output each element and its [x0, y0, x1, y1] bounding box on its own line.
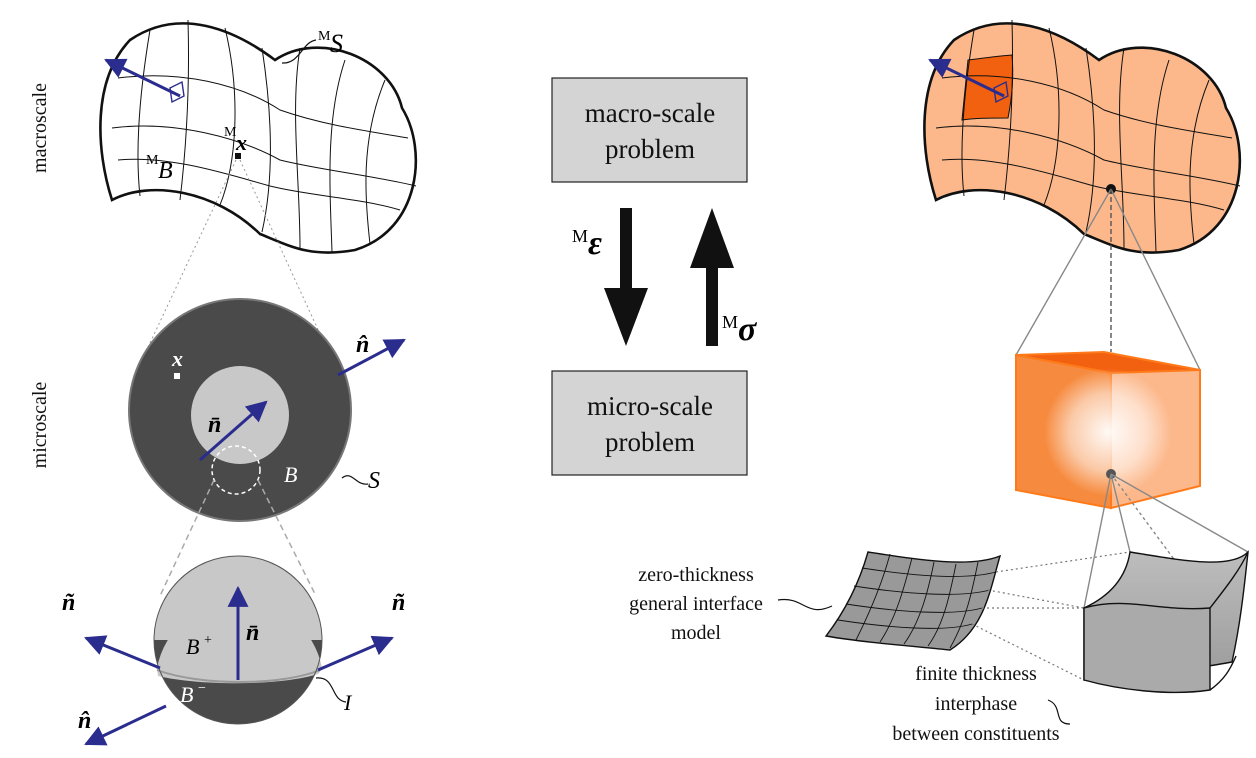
macro-point: [235, 153, 241, 159]
interface-leader: [315, 677, 347, 703]
micro-problem-line2: problem: [605, 427, 695, 457]
macro-problem-line2: problem: [605, 134, 695, 164]
interface-ntilde-right-label: ñ: [392, 590, 405, 616]
micro-point: [174, 373, 180, 379]
zero-thickness-line2: general interface: [629, 593, 763, 615]
finite-thickness-line3: between constituents: [892, 723, 1059, 745]
cube-zoom-right: [1110, 188, 1201, 371]
interphase-line-2: [1110, 473, 1131, 553]
interface-ntilde-left-label: ñ: [62, 590, 75, 616]
interface-label: I: [343, 690, 353, 715]
strain-symbol: ε: [588, 225, 602, 262]
interphase-line-3: [1110, 473, 1249, 553]
zero-thickness-leader: [777, 598, 833, 611]
micro-nhat-label: n̂: [356, 332, 369, 358]
micro-nbar-arrow: [199, 400, 268, 462]
interface-bminus-sup: −: [198, 681, 206, 696]
stress-sup: M: [722, 312, 738, 332]
interphase-line-1: [1083, 473, 1112, 609]
zero-thickness-surface: [824, 551, 1002, 651]
interface-bminus-label: B: [180, 682, 193, 707]
interface-ntilde-left-arrow: [84, 635, 161, 670]
macro-problem-line1: macro-scale: [585, 98, 715, 128]
cube-zoom-left: [1015, 188, 1112, 356]
zero-thickness-line1: zero-thickness: [638, 564, 754, 586]
interface-nbar-label: n̄: [246, 620, 259, 646]
macro-tangent-marker: [169, 80, 185, 104]
zoom-line-lower-right: [257, 479, 317, 597]
orange-tangent-marker: [993, 80, 1009, 104]
micro-surface-leader: [341, 475, 369, 485]
micro-surface-label: S: [368, 468, 380, 494]
zoom-line-right: [239, 159, 333, 361]
macro-normal-arrow: [104, 58, 181, 98]
strain-down-arrow: [604, 208, 648, 346]
macro-surface-label-sup: M: [318, 29, 331, 44]
interface-bplus-label: B: [186, 634, 199, 659]
interface-ntilde-right-arrow: [317, 635, 394, 672]
macro-body-label: B: [158, 158, 173, 184]
strain-sup: M: [572, 226, 588, 246]
micro-nhat-arrow: [337, 338, 406, 377]
micro-body-label: B: [284, 462, 297, 487]
macro-surface-label: S: [330, 29, 343, 58]
macro-body-orange: [923, 19, 1242, 254]
interface-bplus-sup: +: [204, 633, 212, 648]
stress-symbol: σ: [738, 311, 758, 348]
micro-zoom-circle: [211, 445, 261, 495]
rve-cube: [1015, 350, 1201, 510]
macro-problem-box: [551, 77, 748, 183]
finite-thickness-leader: [1047, 699, 1071, 725]
micro-problem-line1: micro-scale: [587, 391, 713, 421]
micro-inclusion: [191, 366, 289, 464]
micro-nbar-label: n̄: [208, 412, 221, 438]
interface-nhat-label: n̂: [78, 708, 91, 734]
macro-point-label-sup: M: [224, 125, 237, 140]
finite-thickness-block: [1083, 550, 1249, 694]
finite-thickness-line1: finite thickness: [915, 663, 1037, 685]
interface-nhat-arrow: [84, 704, 167, 746]
finite-thickness-line2: interphase: [935, 693, 1017, 715]
zoom-line-lower-left: [159, 479, 215, 597]
microscale-label: microscale: [29, 382, 51, 469]
macro-surface-leader: [281, 39, 317, 64]
micro-x-label: x: [171, 346, 183, 371]
macroscale-label: macroscale: [29, 83, 51, 173]
zero-thickness-line3: model: [671, 622, 721, 644]
orange-normal-arrow: [928, 58, 1005, 98]
macro-body-shape: [99, 19, 418, 254]
stress-up-arrow: [690, 208, 734, 346]
macro-body-label-sup: M: [146, 153, 159, 168]
zoom-line-left: [141, 159, 237, 361]
micro-problem-box: [551, 370, 748, 476]
macro-point-label: x: [235, 130, 247, 155]
